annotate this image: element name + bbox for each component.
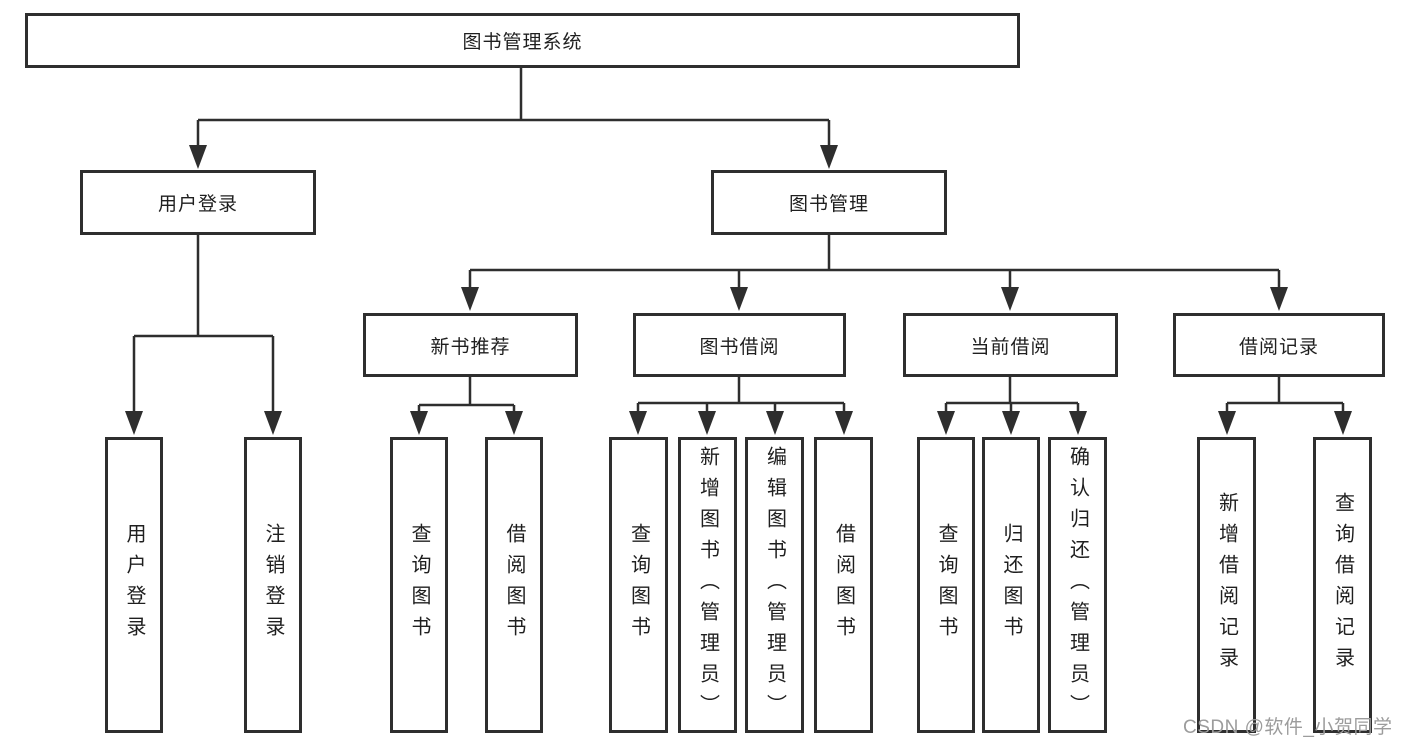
- node-root: 图书管理系统: [25, 13, 1020, 68]
- leaf-query-books-recommend: 查询图书: [390, 437, 448, 733]
- leaf-user-login: 用户登录: [105, 437, 163, 733]
- node-book-borrow-label: 图书借阅: [699, 336, 780, 358]
- leaf-add-book-admin: 新增图书（管理员）: [678, 437, 737, 733]
- leaf-logout-label: 注销登录: [262, 523, 284, 647]
- leaf-borrow-books: 借阅图书: [814, 437, 873, 733]
- leaf-query-borrow-record-label: 查询借阅记录: [1331, 492, 1354, 678]
- node-book-borrow: 图书借阅: [633, 313, 846, 377]
- node-current-borrow-label: 当前借阅: [970, 336, 1051, 358]
- leaf-query-books-current-label: 查询图书: [935, 523, 957, 647]
- leaf-user-login-label: 用户登录: [123, 523, 145, 647]
- node-root-label: 图书管理系统: [462, 32, 583, 53]
- node-book-management-label: 图书管理: [788, 194, 869, 215]
- connector-new-book-recommend-to-leaves: [410, 377, 523, 435]
- leaf-query-books-current: 查询图书: [917, 437, 975, 733]
- leaf-confirm-return-admin: 确认归还（管理员）: [1048, 437, 1107, 733]
- node-borrow-records: 借阅记录: [1173, 313, 1385, 377]
- connector-book-borrow-to-leaves: [629, 377, 853, 435]
- leaf-borrow-books-label: 借阅图书: [832, 523, 855, 647]
- node-new-book-recommend: 新书推荐: [363, 313, 578, 377]
- leaf-query-books-borrow: 查询图书: [609, 437, 668, 733]
- leaf-query-books-recommend-label: 查询图书: [408, 523, 430, 647]
- leaf-borrow-books-recommend-label: 借阅图书: [503, 523, 525, 647]
- connector-user-login-to-leaves: [125, 235, 282, 435]
- leaf-add-book-admin-label: 新增图书（管理员）: [696, 445, 719, 725]
- node-user-login-label: 用户登录: [157, 194, 238, 215]
- node-book-management: 图书管理: [711, 170, 947, 235]
- leaf-return-book-label: 归还图书: [1000, 523, 1022, 647]
- connector-book-management-to-level3: [461, 235, 1288, 311]
- leaf-query-borrow-record: 查询借阅记录: [1313, 437, 1372, 733]
- leaf-add-borrow-record-label: 新增借阅记录: [1215, 492, 1238, 678]
- node-borrow-records-label: 借阅记录: [1238, 336, 1319, 358]
- connector-borrow-records-to-leaves: [1218, 377, 1352, 435]
- leaf-borrow-books-recommend: 借阅图书: [485, 437, 543, 733]
- leaf-edit-book-admin-label: 编辑图书（管理员）: [763, 445, 786, 725]
- leaf-query-books-borrow-label: 查询图书: [627, 523, 650, 647]
- node-current-borrow: 当前借阅: [903, 313, 1118, 377]
- node-new-book-recommend-label: 新书推荐: [430, 336, 511, 358]
- connector-root-to-level2: [189, 68, 838, 169]
- connector-current-borrow-to-leaves: [937, 377, 1087, 435]
- node-user-login: 用户登录: [80, 170, 316, 235]
- leaf-logout: 注销登录: [244, 437, 302, 733]
- leaf-return-book: 归还图书: [982, 437, 1040, 733]
- csdn-watermark: CSDN @软件_小贺同学: [1183, 717, 1393, 738]
- leaf-confirm-return-admin-label: 确认归还（管理员）: [1066, 445, 1089, 725]
- leaf-add-borrow-record: 新增借阅记录: [1197, 437, 1256, 733]
- leaf-edit-book-admin: 编辑图书（管理员）: [745, 437, 804, 733]
